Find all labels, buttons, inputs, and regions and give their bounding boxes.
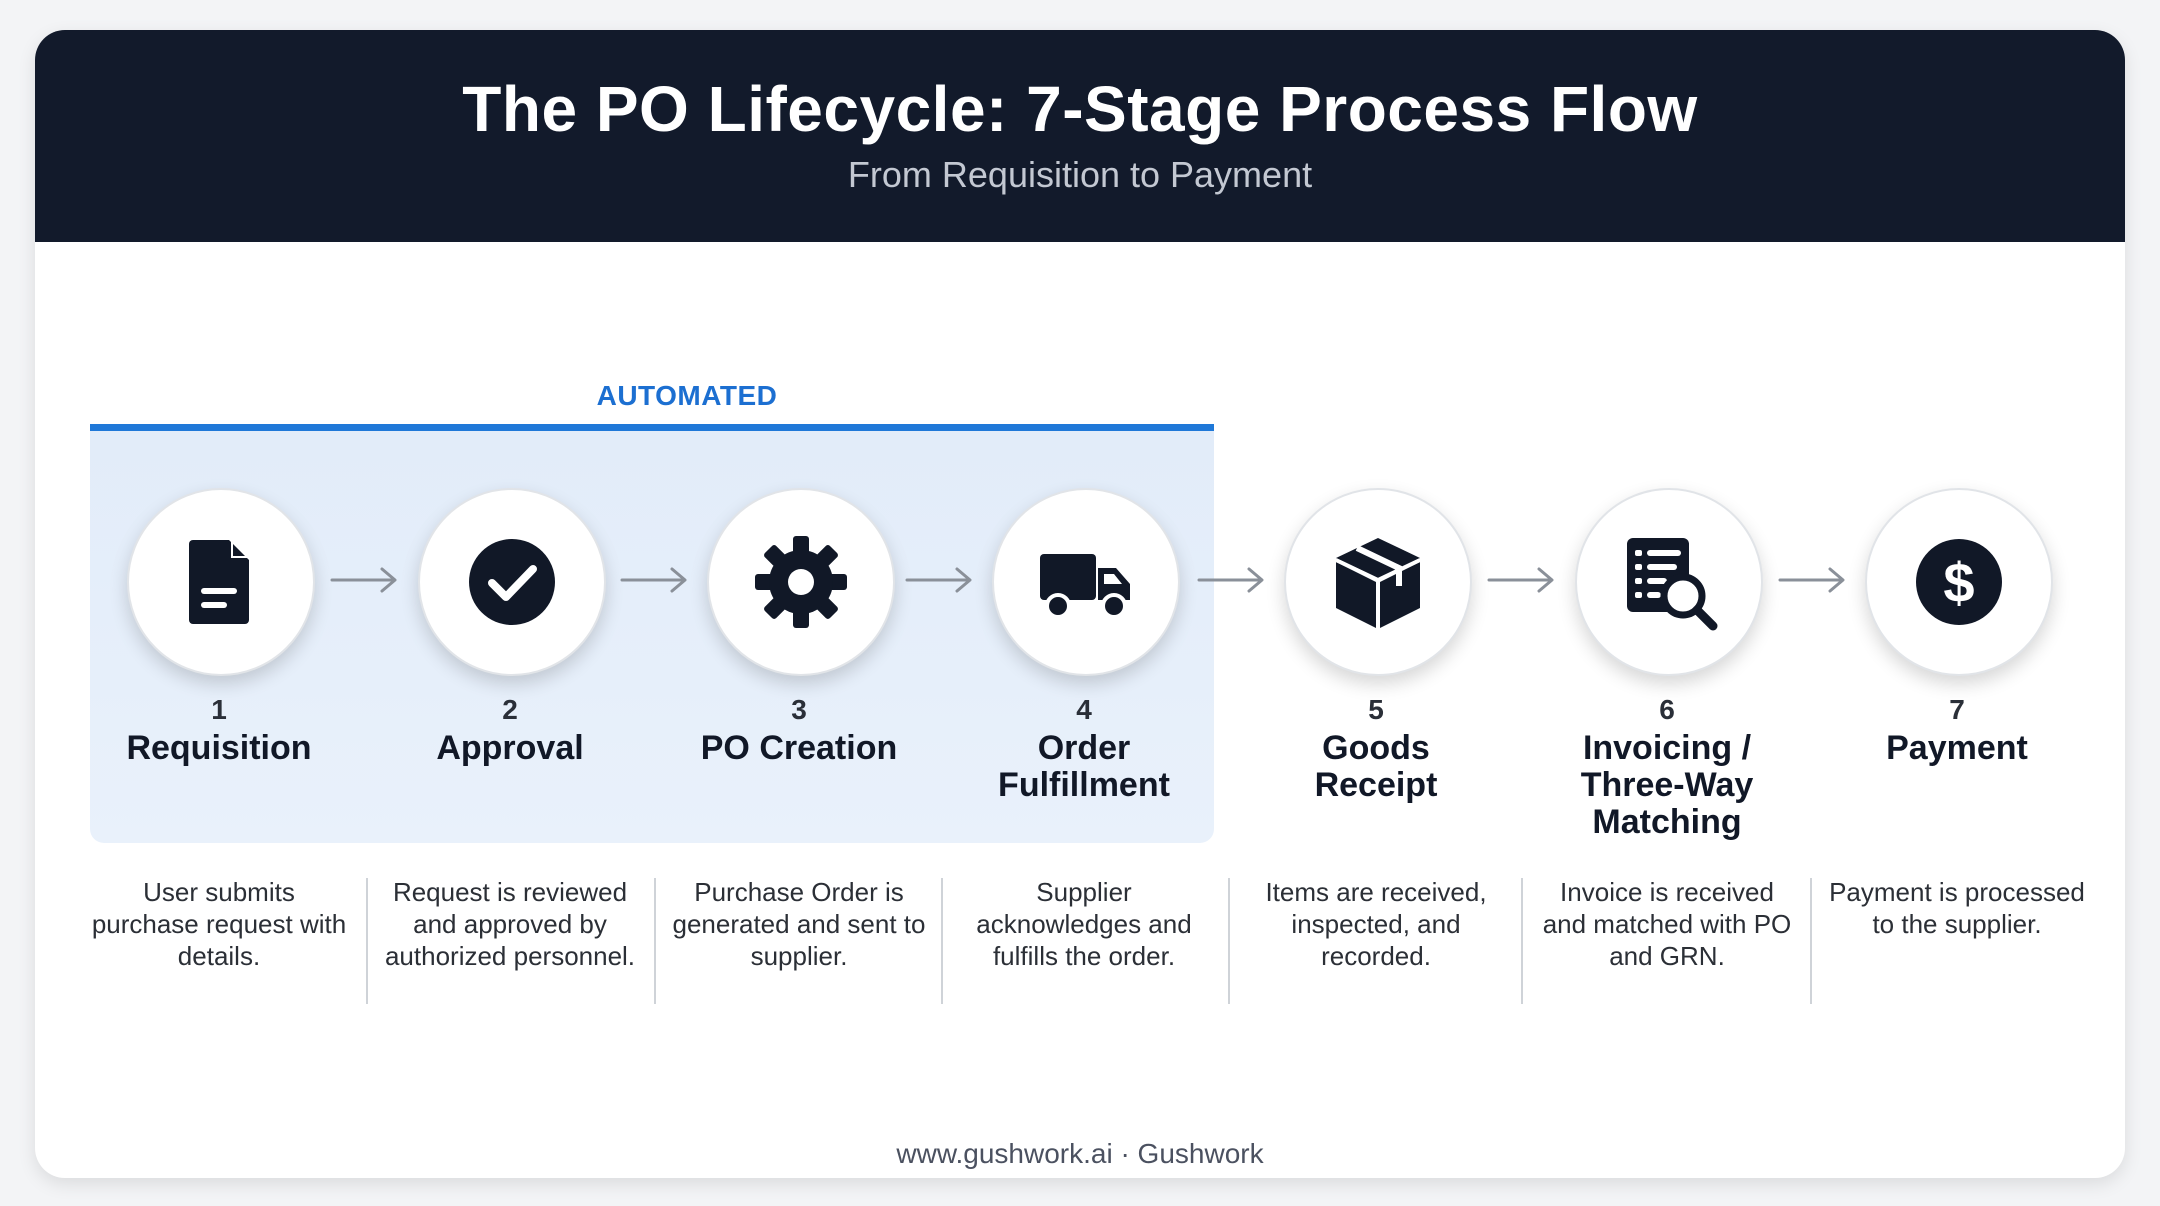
- arrow-icon: [1487, 567, 1554, 593]
- arrow-icon: [330, 567, 397, 593]
- column-divider: [1521, 878, 1523, 1004]
- stage-5-name: Goods Receipt: [1314, 729, 1438, 804]
- stage-3-number: 3: [791, 694, 807, 725]
- arrow-icon: [1778, 567, 1845, 593]
- stage-2-description: Request is reviewed and approved by auth…: [384, 877, 636, 971]
- infographic-card: The PO Lifecycle: 7-Stage Process Flow F…: [35, 30, 2125, 1178]
- stage-2-circle: [418, 488, 606, 676]
- column-divider: [1810, 878, 1812, 1004]
- stage-4-name: Order Fulfillment: [998, 729, 1170, 804]
- stage-4-number: 4: [1076, 694, 1092, 725]
- gear-icon: [755, 536, 847, 628]
- document-icon: [189, 540, 249, 624]
- header-banner: The PO Lifecycle: 7-Stage Process Flow F…: [35, 30, 2125, 242]
- stage-1-name: Requisition: [126, 729, 312, 767]
- stage-5-description: Items are received, inspected, and recor…: [1265, 877, 1487, 971]
- checkmark-icon: [469, 539, 555, 625]
- stage-6-description: Invoice is received and matched with PO …: [1542, 877, 1792, 971]
- arrow-icon: [620, 567, 687, 593]
- stage-7-circle: $: [1865, 488, 2053, 676]
- page-title: The PO Lifecycle: 7-Stage Process Flow: [462, 73, 1698, 145]
- arrow-icon: [905, 567, 972, 593]
- arrow-icon: [1197, 567, 1264, 593]
- column-divider: [654, 878, 656, 1004]
- stage-6-name: Invoicing / Three-Way Matching: [1580, 729, 1754, 841]
- stage-1-description: User submits purchase request with detai…: [91, 877, 347, 971]
- stage-5-circle: [1284, 488, 1472, 676]
- stage-4-circle: [992, 488, 1180, 676]
- column-divider: [1228, 878, 1230, 1004]
- stage-3-circle: [707, 488, 895, 676]
- stage-1-circle: [127, 488, 315, 676]
- truck-icon: [1040, 554, 1130, 619]
- package-icon: [1335, 538, 1421, 628]
- column-divider: [941, 878, 943, 1004]
- footer-credit: www.gushwork.ai · Gushwork: [896, 1138, 1264, 1169]
- stage-7-name: Payment: [1886, 729, 2028, 767]
- dollar-icon: $: [1916, 539, 2002, 625]
- stage-2-name: Approval: [436, 729, 584, 767]
- stage-3-description: Purchase Order is generated and sent to …: [672, 877, 926, 971]
- stage-2-number: 2: [502, 694, 518, 725]
- svg-text:$: $: [1943, 551, 1974, 614]
- invoice-search-icon: [1627, 538, 1718, 631]
- stage-5-number: 5: [1368, 694, 1384, 725]
- automated-label: AUTOMATED: [596, 380, 778, 411]
- stage-1-number: 1: [211, 694, 227, 725]
- column-divider: [366, 878, 368, 1004]
- stage-4-description: Supplier acknowledges and fulfills the o…: [976, 877, 1192, 971]
- page-subtitle: From Requisition to Payment: [847, 154, 1313, 195]
- stage-6-number: 6: [1659, 694, 1675, 725]
- stage-7-number: 7: [1949, 694, 1965, 725]
- stage-6-circle: [1575, 488, 1763, 676]
- stage-7-description: Payment is processed to the supplier.: [1829, 877, 2085, 939]
- stage-3-name: PO Creation: [700, 729, 898, 767]
